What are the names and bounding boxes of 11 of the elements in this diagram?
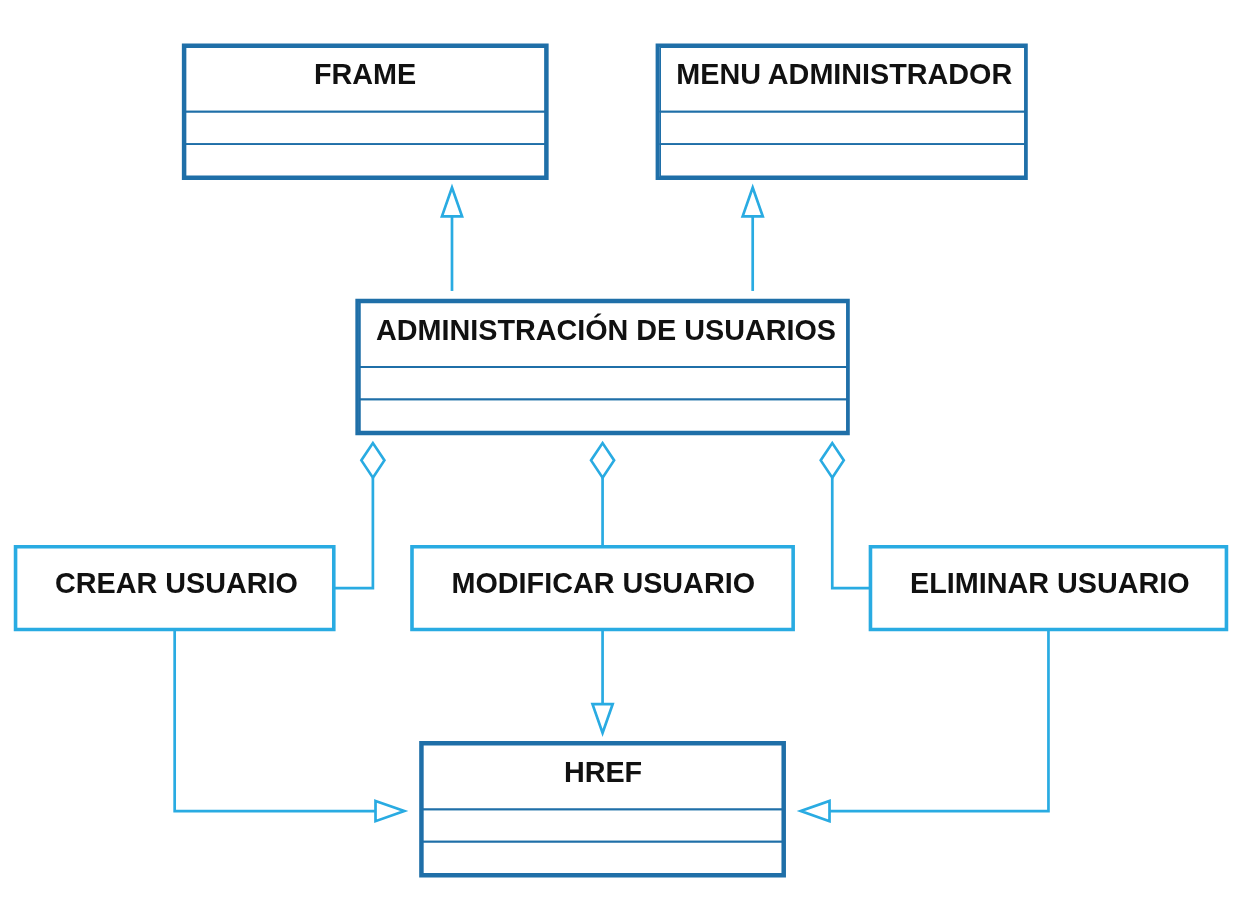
connector: [819, 440, 871, 589]
arrow: [440, 183, 464, 291]
arrow: [173, 629, 409, 823]
arrow: [740, 183, 765, 291]
connector: [589, 440, 616, 547]
arrow: [590, 629, 615, 737]
connector: [334, 440, 386, 589]
arrow: [796, 629, 1050, 823]
node-box: MODIFICAR USUARIO: [410, 544, 795, 631]
node-box: CREAR USUARIO: [13, 544, 336, 631]
node-box: ELIMINAR USUARIO: [868, 544, 1229, 631]
